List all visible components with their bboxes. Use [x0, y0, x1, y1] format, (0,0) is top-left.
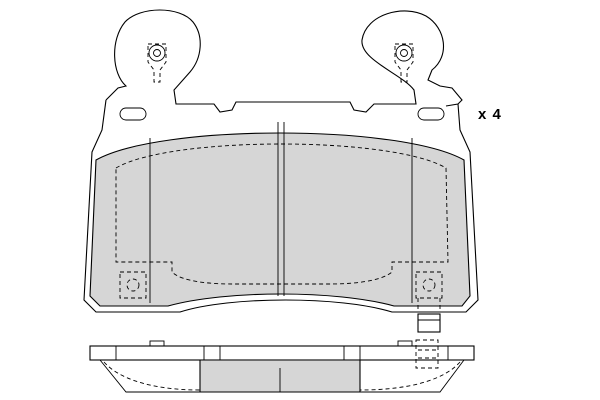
brake-pad-edge-view — [89, 339, 475, 393]
left-slot — [119, 107, 147, 121]
wear-indicator-tab — [417, 313, 441, 333]
friction-material — [89, 132, 471, 307]
edge-tab-right — [397, 340, 413, 347]
edge-right-dashed-curve — [359, 361, 461, 391]
right-mounting-hole-inner — [400, 49, 408, 57]
backing-plate-body — [83, 99, 479, 313]
edge-left-dashed-curve — [103, 361, 201, 391]
right-mounting-hole — [395, 44, 413, 62]
edge-left-chamfer — [99, 359, 201, 393]
right-sensor-pin — [422, 278, 436, 292]
edge-tab-left — [149, 340, 165, 347]
right-sensor-box — [415, 271, 443, 299]
left-pin — [126, 278, 140, 292]
left-mounting-hole-inner — [153, 49, 161, 57]
left-mounting-ear-dashed — [147, 43, 167, 83]
right-mounting-ear-dashed — [394, 43, 414, 83]
edge-right-chamfer — [359, 359, 465, 393]
left-mounting-ear — [147, 43, 167, 83]
right-slot — [417, 107, 445, 121]
backing-plate — [105, 9, 463, 113]
left-mounting-hole — [148, 44, 166, 62]
right-mounting-ear — [394, 43, 414, 83]
quantity-label: x 4 — [478, 106, 502, 123]
left-pin-box — [119, 271, 147, 299]
edge-sensor-box — [415, 339, 439, 369]
hidden-outline — [115, 143, 449, 285]
brake-pad-front-view — [83, 9, 479, 333]
